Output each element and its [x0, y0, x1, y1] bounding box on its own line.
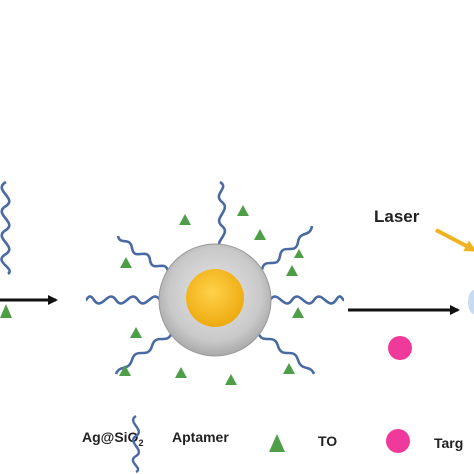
aptamer-strand: [116, 235, 170, 273]
aptamer-strand: [268, 295, 345, 305]
legend-target-icon: [386, 429, 410, 453]
legend-to-label: TO: [318, 433, 337, 449]
to-triangle: [292, 307, 304, 318]
nanoparticle-complex: [84, 180, 345, 385]
aptamer-strand: [256, 331, 316, 375]
target-molecule: [388, 336, 412, 360]
to-triangle: [119, 365, 131, 376]
to-triangle: [283, 363, 295, 374]
aptamer-strand: [217, 180, 227, 250]
aptamer-strand: [260, 225, 314, 271]
legend-to-icon: [269, 434, 285, 452]
legend-particle-label: Ag@SiO2: [82, 429, 143, 448]
to-triangle: [286, 265, 298, 276]
laser-label: Laser: [374, 207, 420, 226]
left-to-triangle: [0, 304, 12, 318]
to-triangle: [237, 205, 249, 216]
to-triangle: [179, 214, 191, 225]
to-triangle: [294, 249, 304, 258]
legend-target-label: Targ: [434, 435, 463, 451]
aptamer-strand: [84, 295, 162, 305]
to-triangle: [130, 327, 142, 338]
aptamer-strands: [84, 180, 345, 375]
to-triangle: [225, 374, 237, 385]
to-triangle: [254, 229, 266, 240]
to-triangle: [120, 257, 132, 268]
legend-aptamer-label: Aptamer: [172, 429, 229, 445]
legend-aptamer-icon: [131, 414, 141, 474]
right-panel: Laser: [374, 207, 474, 360]
legend: Ag@SiO2 Aptamer TO Targ: [82, 414, 463, 474]
left-aptamer-strand: [0, 180, 11, 276]
left-panel: [0, 180, 58, 318]
right-particle-edge: [468, 290, 474, 314]
laser-beam: [435, 228, 474, 252]
silver-core: [186, 269, 244, 327]
to-triangle: [175, 367, 187, 378]
to-triangles: [119, 205, 304, 385]
